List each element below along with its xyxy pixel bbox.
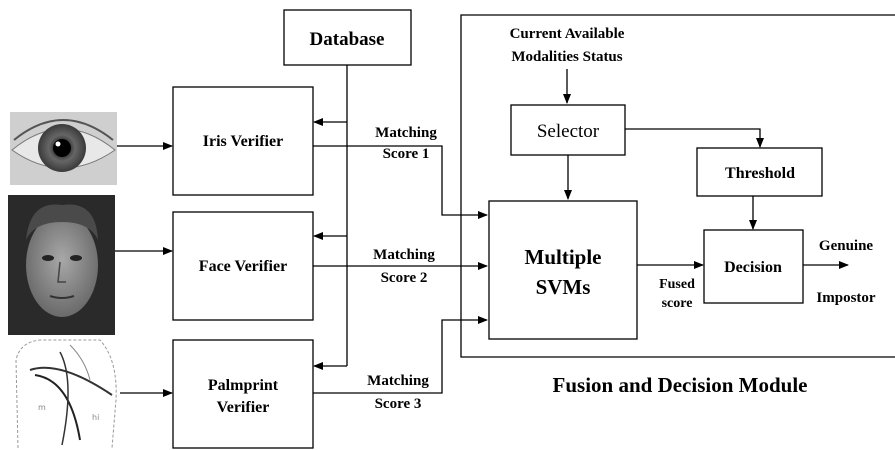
face-verifier-label: Face Verifier xyxy=(199,258,287,275)
database-box xyxy=(283,9,412,66)
threshold-label: Threshold xyxy=(725,165,795,182)
score3-label-line2: Score 3 xyxy=(375,396,422,412)
svg-text:hi: hi xyxy=(92,413,99,422)
svms-label-line1: Multiple xyxy=(525,245,602,269)
score3-route xyxy=(313,316,488,394)
svms-box xyxy=(488,200,638,340)
modalities-status-line1: Current Available xyxy=(510,26,625,42)
database-label: Database xyxy=(310,29,385,50)
palmprint-verifier-label-line1: Palmprint xyxy=(208,377,279,394)
score3-label-line1: Matching xyxy=(367,373,429,389)
decision-label: Decision xyxy=(724,259,782,276)
score1-label-line2: Score 1 xyxy=(383,146,430,162)
fused-score-line2: score xyxy=(662,296,693,311)
score1-route xyxy=(313,145,488,219)
palmprint-verifier-label-line2: Verifier xyxy=(217,399,270,416)
fusion-module-frame xyxy=(460,14,895,358)
selector-label: Selector xyxy=(537,121,600,142)
selector-box xyxy=(510,104,626,156)
face-verifier-box xyxy=(172,211,314,321)
svms-label-line2: SVMs xyxy=(536,275,591,299)
module-title: Fusion and Decision Module xyxy=(553,373,808,397)
fused-score-line1: Fused xyxy=(659,277,695,292)
genuine-label: Genuine xyxy=(819,238,874,254)
palmprint-verifier-box xyxy=(172,339,314,449)
decision-box xyxy=(703,229,804,304)
face-photo xyxy=(8,195,115,335)
threshold-box xyxy=(696,147,823,197)
eye-photo xyxy=(10,112,117,185)
impostor-label: Impostor xyxy=(816,290,876,306)
iris-verifier-box xyxy=(172,86,314,196)
score1-label-line1: Matching xyxy=(375,125,437,141)
score2-label-line2: Score 2 xyxy=(381,270,428,286)
iris-verifier-label: Iris Verifier xyxy=(203,133,283,150)
svg-text:m: m xyxy=(38,403,46,412)
palmprint-sketch: m hi xyxy=(10,339,120,450)
score2-label-line1: Matching xyxy=(373,247,435,263)
modalities-status-line2: Modalities Status xyxy=(511,49,622,65)
selector-to-threshold-arrow xyxy=(625,128,764,148)
